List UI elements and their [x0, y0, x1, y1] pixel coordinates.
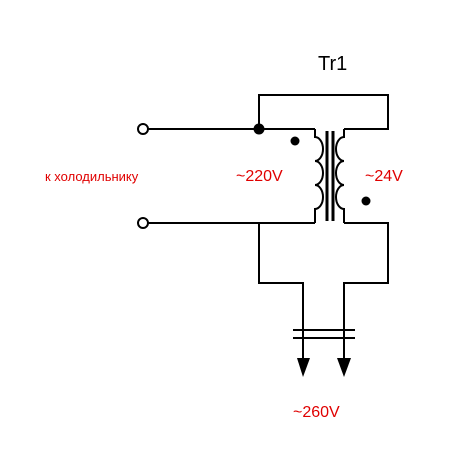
input-terminal-bottom: [137, 217, 149, 229]
primary-voltage-label: ~220V: [236, 168, 283, 185]
bottom-left-wire: [258, 223, 304, 365]
transformer-title: Tr1: [318, 53, 347, 75]
top-loop-wire: [258, 94, 389, 130]
bottom-right-wire: [343, 222, 389, 365]
input-terminal-top: [137, 123, 149, 135]
secondary-winding: [335, 129, 345, 223]
input-label: к холодильнику: [45, 169, 139, 184]
output-voltage-label: ~260V: [293, 404, 340, 421]
output-arrow-right: [337, 358, 351, 377]
secondary-voltage-label: ~24V: [365, 168, 403, 185]
primary-winding: [314, 129, 324, 223]
output-arrow-left: [297, 358, 310, 377]
primary-polarity-dot: [290, 136, 300, 146]
secondary-polarity-dot: [361, 196, 371, 206]
